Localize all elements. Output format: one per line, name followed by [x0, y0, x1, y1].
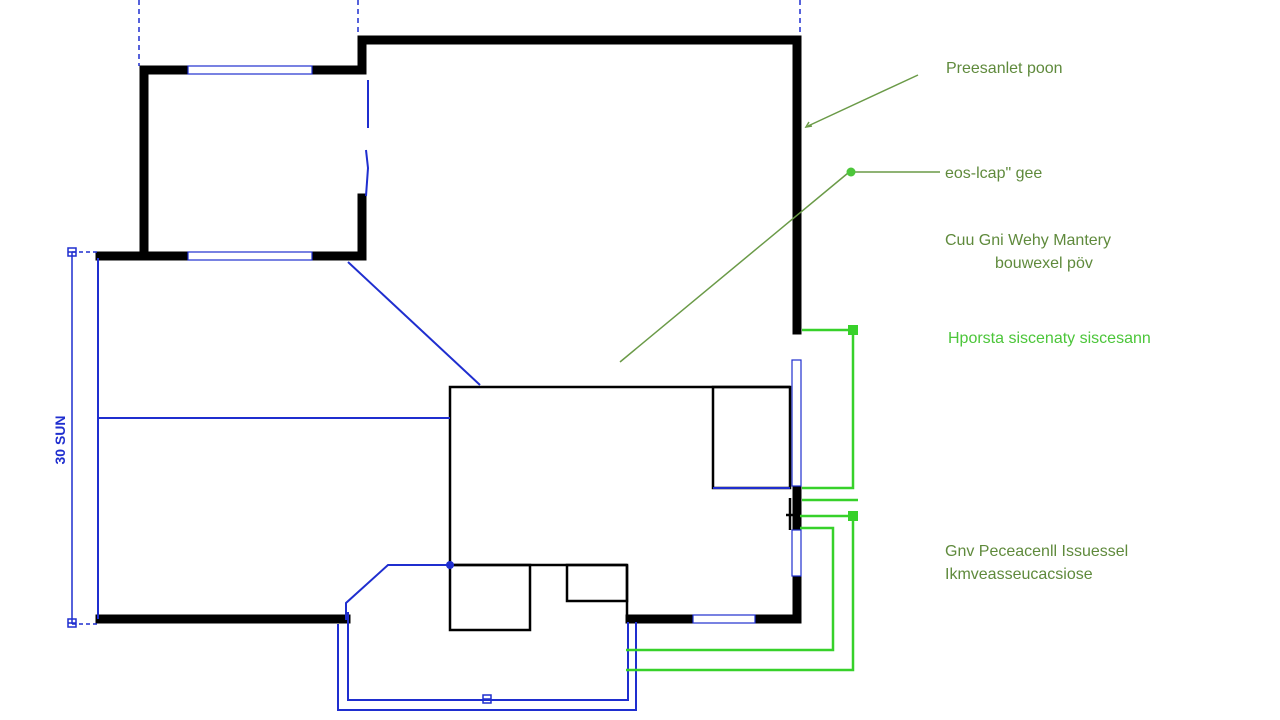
leader-lines [619, 74, 940, 363]
left-dimension-label: 30 SUN [52, 415, 68, 465]
junction-node [446, 561, 454, 569]
leader-node [846, 167, 856, 177]
annotation-notes-2: Hporsta siscenaty siscesann [948, 330, 1151, 347]
annotation-notes-3-line2: Ikmveasseucacsiose [945, 566, 1093, 584]
windows [187, 65, 802, 624]
interior-walls [448, 385, 796, 632]
exterior-walls [95, 35, 802, 624]
annotation-notes-3-line1: Gnv Peceacenll Issuessel [945, 543, 1129, 560]
door-lines [347, 80, 481, 386]
annotation-presentation-plan: Preesanlet poon [946, 60, 1063, 77]
green-connectors [626, 328, 858, 672]
bottom-dimension-marker [482, 694, 492, 704]
top-dimension-ticks [138, 0, 801, 66]
left-dimension [67, 247, 98, 628]
connector-nodes [848, 325, 858, 521]
annotation-notes-1-line1: Cuu Gni Wehy Mantery [945, 232, 1111, 249]
annotation-notes-1: Cuu Gni Wehy Mantery bouwexel pöv [945, 229, 1111, 275]
blue-outlines [97, 258, 790, 711]
annotation-scale: eos-lcap" gee [945, 165, 1043, 182]
annotation-notes-1-line2: bouwexel pöv [995, 255, 1093, 273]
annotation-notes-3: Gnv Peceacenll Issuessel Ikmveasseucacsi… [945, 540, 1128, 586]
